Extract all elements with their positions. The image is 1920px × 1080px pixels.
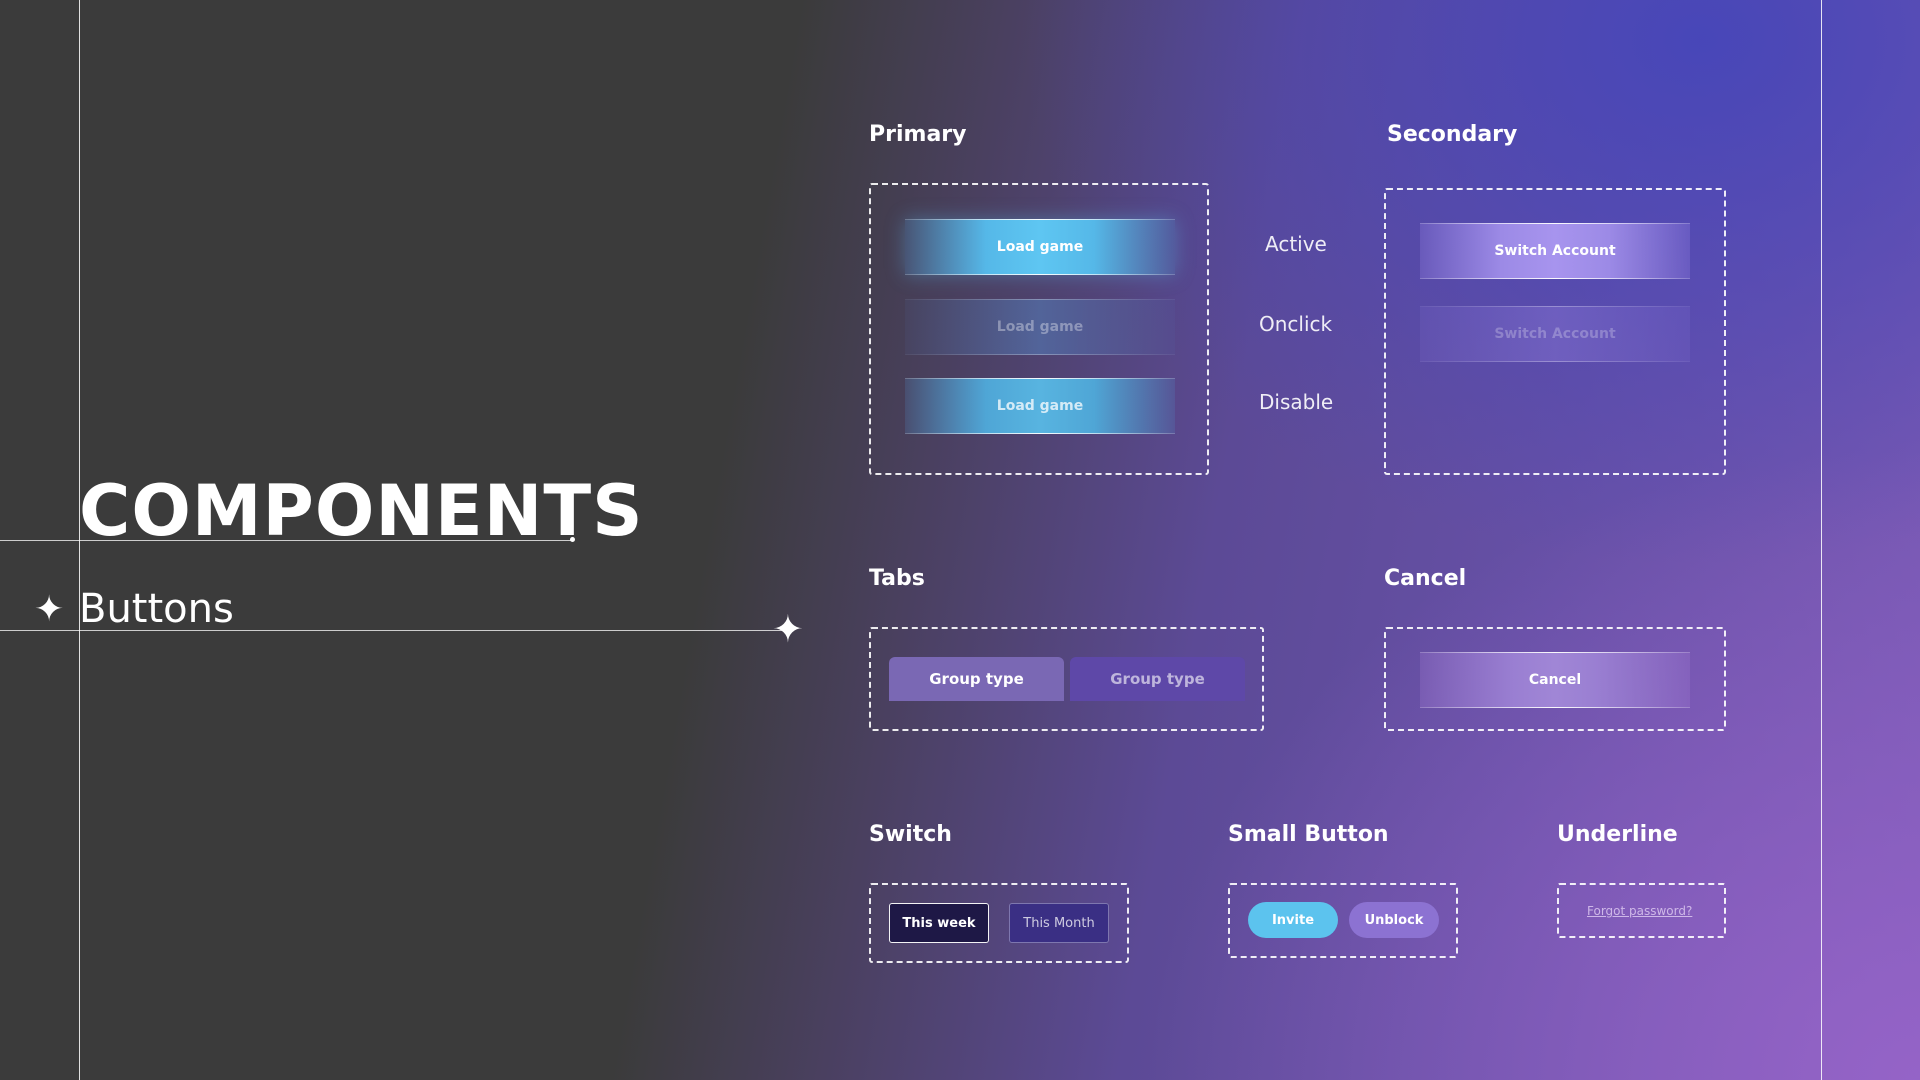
small-button-box xyxy=(1228,883,1458,958)
load-game-button-onclick[interactable]: Load game xyxy=(905,299,1175,355)
sparkle-icon: ✦ xyxy=(772,607,804,651)
switch-option-this-week[interactable]: This week xyxy=(889,903,989,943)
switch-account-button-active[interactable]: Switch Account xyxy=(1420,223,1690,279)
underline-box xyxy=(1557,883,1726,938)
guide-line-right xyxy=(1821,0,1822,1080)
switch-box xyxy=(869,883,1129,963)
state-label-active: Active xyxy=(1265,232,1327,256)
page-subtitle: Buttons xyxy=(79,586,234,632)
secondary-buttons-box xyxy=(1384,188,1726,475)
tab-group-type-inactive[interactable]: Group type xyxy=(1070,657,1245,701)
section-title-small-button: Small Button xyxy=(1228,822,1389,847)
button-label: Load game xyxy=(996,398,1084,414)
section-title-secondary: Secondary xyxy=(1387,122,1518,147)
button-label: Load game xyxy=(996,319,1084,335)
invite-button[interactable]: Invite xyxy=(1248,902,1338,938)
guide-line-subtitle xyxy=(0,630,790,631)
state-label-disable: Disable xyxy=(1259,390,1334,414)
switch-account-button-onclick[interactable]: Switch Account xyxy=(1420,306,1690,362)
tabs-box xyxy=(869,627,1264,731)
guide-dot-title xyxy=(570,537,575,542)
button-label: Cancel xyxy=(1528,672,1582,688)
cancel-button[interactable]: Cancel xyxy=(1420,652,1690,708)
section-title-underline: Underline xyxy=(1557,822,1678,847)
button-label: Load game xyxy=(996,239,1084,255)
section-title-primary: Primary xyxy=(869,122,967,147)
section-title-switch: Switch xyxy=(869,822,952,847)
load-game-button-disable[interactable]: Load game xyxy=(905,378,1175,434)
tab-group-type-active[interactable]: Group type xyxy=(889,657,1064,701)
section-title-cancel: Cancel xyxy=(1384,566,1467,591)
section-title-tabs: Tabs xyxy=(869,566,925,591)
load-game-button-active[interactable]: Load game xyxy=(905,219,1175,275)
forgot-password-link[interactable]: Forgot password? xyxy=(1587,904,1693,918)
guide-line-title xyxy=(0,540,574,541)
button-label: Switch Account xyxy=(1494,243,1616,259)
primary-buttons-box xyxy=(869,183,1209,475)
sparkle-icon: ✦ xyxy=(34,589,65,630)
switch-option-this-month[interactable]: This Month xyxy=(1009,903,1109,943)
cancel-box xyxy=(1384,627,1726,731)
unblock-button[interactable]: Unblock xyxy=(1349,902,1439,938)
page-title: COMPONENTS xyxy=(79,470,644,552)
button-label: Switch Account xyxy=(1494,326,1616,342)
state-label-onclick: Onclick xyxy=(1259,312,1333,336)
